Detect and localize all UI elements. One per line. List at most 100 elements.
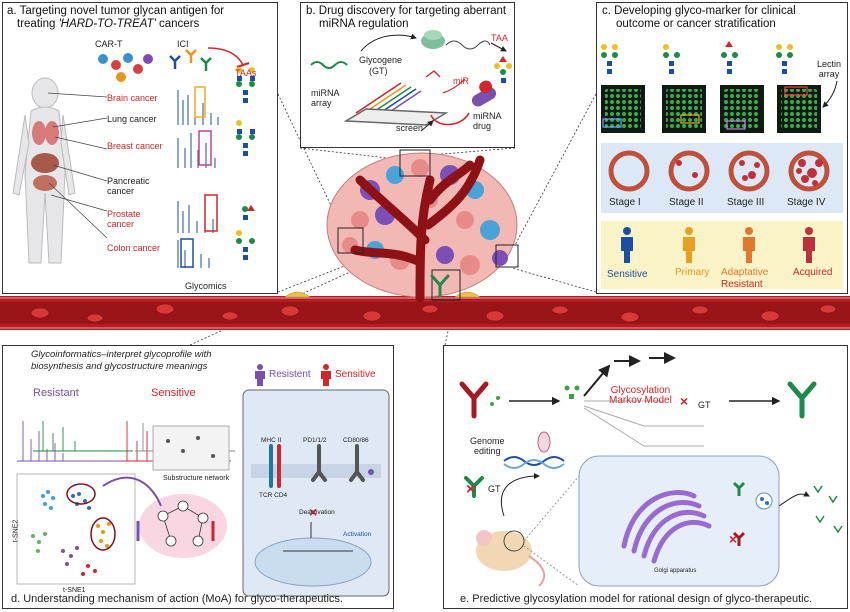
panel-c-title-line1: c. Developing glyco-marker for clinical <box>602 5 796 17</box>
mirna-array-label: miRNA array <box>311 88 340 108</box>
resistant-label: Resistant <box>721 279 763 290</box>
markov-arrows <box>583 352 676 397</box>
panel-a-title-prefix: treating <box>17 18 59 30</box>
panel-a-title-italic: 'HARD-TO-TREAT' <box>58 18 156 30</box>
acquired-label: Acquired <box>793 267 833 278</box>
panel-a-title: a. Targeting novel tumor glycan antigen … <box>7 5 224 31</box>
stage-2-label: Stage II <box>669 197 704 208</box>
genome-editing-label: Genome editing <box>470 436 505 456</box>
panel-e-graphics: × × <box>459 352 843 587</box>
panel-e-caption: e. Predictive glycosylation model for ra… <box>460 593 813 605</box>
antibody-red-icon <box>459 381 489 419</box>
receptor-icons <box>269 444 365 488</box>
resistent-person-icon <box>255 364 265 386</box>
gt-label-1: GT <box>698 400 711 410</box>
pd1-label: PD1/1/2 <box>303 437 327 444</box>
panel-d-graphics: × <box>16 389 390 597</box>
sensitive-person-icon <box>321 364 331 386</box>
resistant-heading: Resistant <box>33 387 79 399</box>
network-highlight <box>139 494 227 558</box>
secreted-antibodies-icon <box>813 485 843 534</box>
tsne1-axis-label: t-SNE1 <box>63 587 86 594</box>
red-blood-cells <box>30 303 837 323</box>
panel-b-title-line2: miRNA regulation <box>319 18 409 30</box>
substructure-network-box <box>152 425 230 471</box>
panel-a-title-line1: a. Targeting novel tumor glycan antigen … <box>7 5 225 17</box>
dna-icon <box>310 61 348 69</box>
gt-label: (GT) <box>369 66 388 76</box>
brain-cancer-label: Brain cancer <box>107 93 158 103</box>
mirna-drug-icon <box>471 80 497 107</box>
deactivation-label: Deactivation <box>299 509 335 516</box>
panel-a: a. Targeting novel tumor glycan antigen … <box>2 2 278 294</box>
svg-text:×: × <box>729 531 737 547</box>
pancreatic-cancer-label: Pancreatic cancer <box>107 176 150 196</box>
zoom-boxes <box>337 149 519 301</box>
tsne-scatter <box>16 473 136 585</box>
markov-model-line1: Glycosylation <box>610 385 671 396</box>
panel-d-subtitle-line2: biosynthesis and glycostructure meanings <box>31 361 208 372</box>
taa-glycan-icon <box>494 56 512 83</box>
glycomics-label: Glycomics <box>185 281 227 291</box>
stage-1-label: Stage I <box>609 197 641 208</box>
mirna-drug-label: miRNA drug <box>473 111 502 131</box>
stage-lumens <box>608 150 830 192</box>
golgi-label: Golgi apparatus <box>654 568 697 574</box>
panel-d: Glycoinformatics–interpret glycoprofile … <box>2 345 394 609</box>
mir-label: miR <box>453 76 469 86</box>
taa-label: TAA <box>491 33 508 43</box>
colon-cancer-label: Colon cancer <box>107 243 161 253</box>
ici-antibodies-icon <box>169 49 212 71</box>
mouse-icon <box>476 530 546 587</box>
tsne2-axis-label: t-SNE2 <box>12 519 20 543</box>
panel-a-graphics <box>12 47 255 268</box>
activation-label: Activation <box>343 531 372 538</box>
resistent-legend-label: Resistent <box>269 369 311 380</box>
lung-cancer-label: Lung cancer <box>107 114 157 124</box>
cell-compartment <box>578 455 780 587</box>
panel-c-graphics <box>601 41 843 289</box>
sensitive-heading: Sensitive <box>151 387 196 399</box>
mhc-ii-label: MHC II <box>261 437 282 444</box>
tcr-cd4-label: TCR CD4 <box>259 492 288 499</box>
lectin-arrays <box>601 85 821 133</box>
glycan-structures-icon <box>236 67 255 260</box>
prostate-cancer-label: Prostate cancer <box>107 209 141 229</box>
svg-text:×: × <box>680 393 688 409</box>
gt-label-2: GT <box>488 484 501 494</box>
panel-b: b. Drug discovery for targeting aberrant… <box>300 2 515 148</box>
car-t-cells-icon <box>98 53 153 82</box>
panel-c-title: c. Developing glyco-marker for clinical … <box>602 5 796 31</box>
panel-c-title-line2: outcome or cancer stratification <box>616 18 776 30</box>
golgi-icon <box>621 490 712 564</box>
stage-3-label: Stage III <box>727 197 765 208</box>
primary-label: Primary <box>675 267 710 278</box>
panel-b-graphics <box>310 30 512 132</box>
sensitive-label: Sensitive <box>607 269 648 280</box>
glycan-markers-icon <box>601 41 793 74</box>
lectin-array-label: Lectin array <box>816 59 842 79</box>
breast-cancer-label: Breast cancer <box>107 141 163 151</box>
human-body-icon <box>12 77 76 264</box>
patient-icons <box>621 227 815 263</box>
dna-edit-icon <box>503 456 565 466</box>
genome-editing-line1: Genome <box>470 436 505 446</box>
substructure-network-label: Substructure network <box>163 475 230 482</box>
panel-b-title-line1: b. Drug discovery for targeting aberrant <box>306 5 507 17</box>
svg-text:×: × <box>466 481 475 498</box>
markov-model-line2: Markov Model <box>609 395 672 406</box>
car-t-label: CAR-T <box>95 39 123 49</box>
sensitive-legend-label: Sensitive <box>335 369 376 380</box>
antibody-green-icon <box>787 381 817 419</box>
ici-label: ICI <box>177 39 189 49</box>
panel-d-caption: d. Understanding mechanism of action (Mo… <box>11 593 343 605</box>
markov-model-label: Glycosylation Markov Model <box>609 386 672 406</box>
glycogene-label: Glycogene <box>359 55 403 65</box>
panel-e: × × <box>443 345 848 609</box>
screen-label: screen <box>396 123 424 133</box>
mirna-array-icon <box>343 82 449 126</box>
panel-a-title-suffix: cancers <box>155 18 200 30</box>
ribosome-icon <box>421 30 445 49</box>
svg-text:×: × <box>309 504 317 520</box>
